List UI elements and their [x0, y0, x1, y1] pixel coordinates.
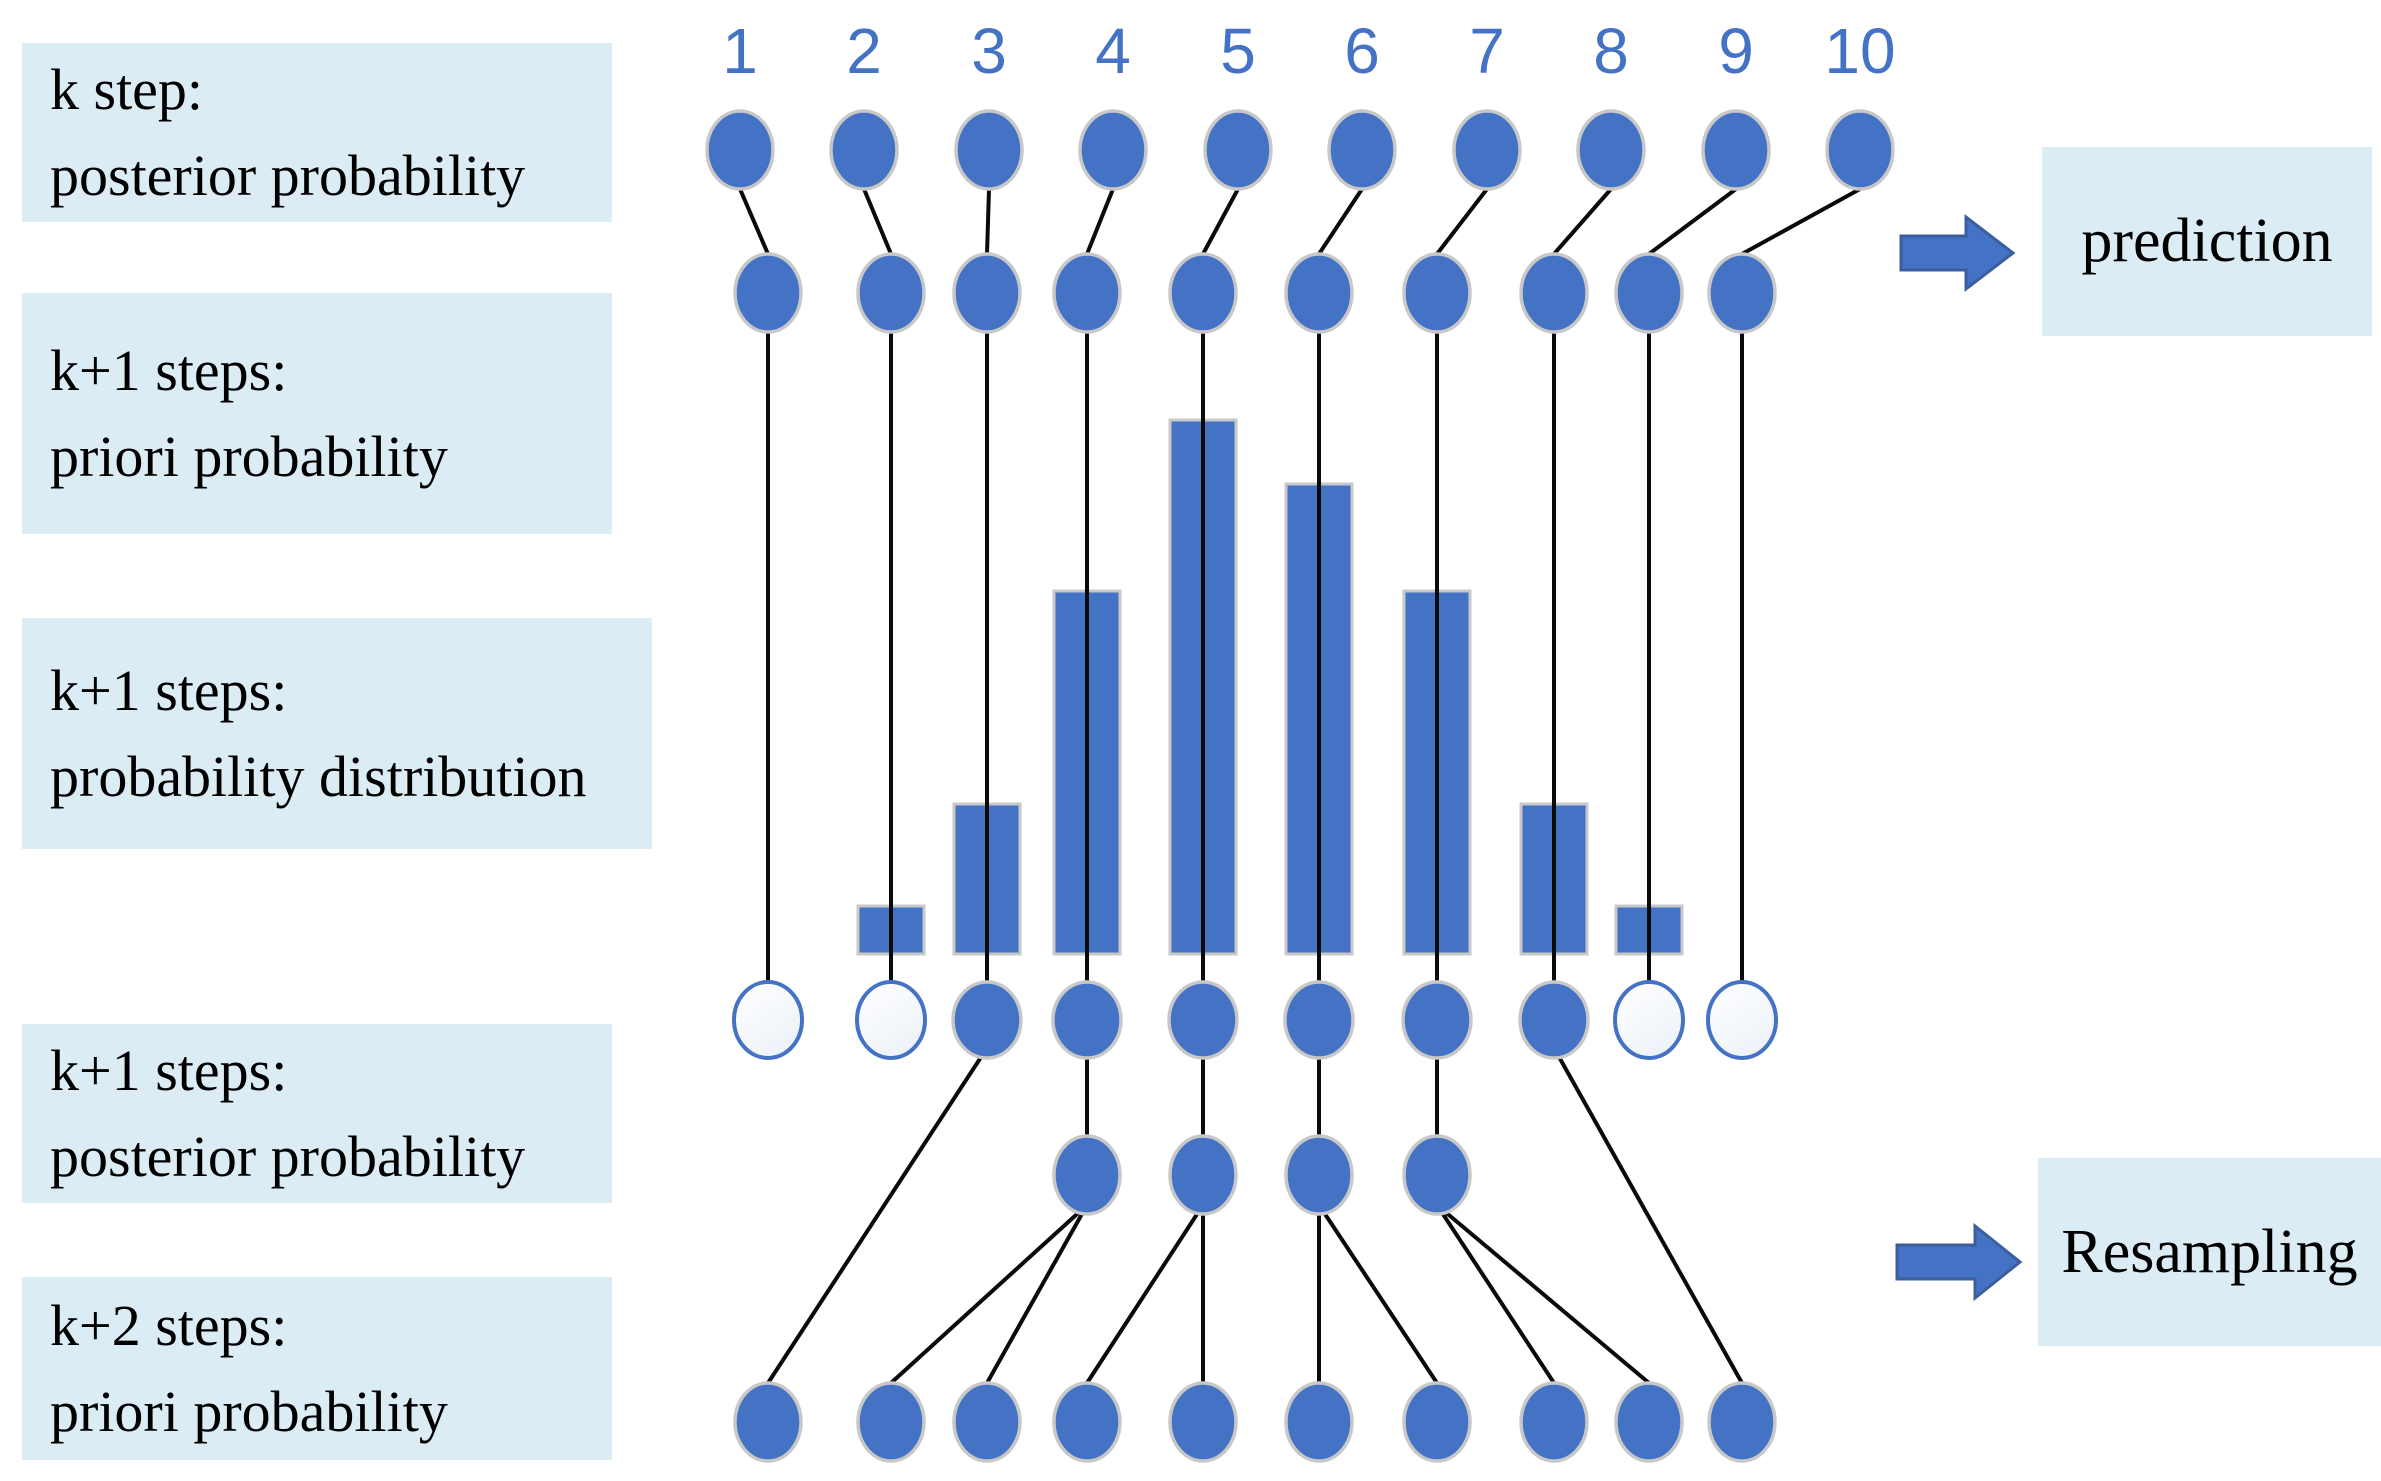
prediction-label-box: prediction — [2042, 147, 2372, 336]
link-line — [889, 1203, 1089, 1385]
weight-bars — [856, 418, 1684, 956]
label-k-posterior: k step: posterior probability — [22, 43, 612, 222]
particle-node-hollow — [855, 980, 927, 1060]
link-line — [1741, 187, 1861, 256]
particle-node-filled — [1052, 252, 1122, 334]
particle-node-filled — [1402, 1134, 1472, 1216]
particle-number: 8 — [1593, 15, 1629, 87]
particle-node-filled — [856, 252, 926, 334]
particle-number: 7 — [1469, 15, 1505, 87]
particle-node-filled — [705, 109, 775, 191]
link-line — [1317, 187, 1364, 256]
particle-numbers: 1 2 3 4 5 6 7 8 9 10 — [722, 15, 1895, 87]
resampling-label-box: Resampling — [2038, 1158, 2381, 1346]
label-line: k+1 steps: — [50, 337, 288, 403]
particle-number: 1 — [722, 15, 758, 87]
particle-node-filled — [1614, 1381, 1684, 1463]
particle-node-filled — [1519, 252, 1589, 334]
link-lines — [738, 187, 1861, 1385]
link-line — [1552, 1047, 1744, 1384]
particle-node-filled — [829, 109, 899, 191]
particle-node-filled — [1518, 980, 1590, 1060]
particle-node-hollow — [732, 980, 804, 1060]
particle-number: 2 — [846, 15, 882, 87]
link-line — [985, 1204, 1089, 1384]
particle-node-hollow — [1706, 980, 1778, 1060]
link-line — [1435, 187, 1489, 256]
particle-node-filled — [1052, 1381, 1122, 1463]
particle-node-filled — [1614, 252, 1684, 334]
particle-node-filled — [1283, 980, 1355, 1060]
label-k1-posterior: k+1 steps: posterior probability — [22, 1024, 612, 1203]
label-line: k step: — [50, 56, 204, 122]
label-k1-distribution: k+1 steps: probability distribution — [22, 618, 652, 849]
link-line — [738, 188, 770, 255]
link-line — [985, 188, 991, 255]
particle-node-filled — [951, 980, 1023, 1060]
resampling-label: Resampling — [2061, 1217, 2358, 1286]
link-line — [1201, 188, 1240, 255]
particle-node-filled — [954, 109, 1024, 191]
particle-node-filled — [1401, 980, 1473, 1060]
link-line — [1085, 188, 1115, 255]
prediction-arrow-icon — [1899, 213, 2016, 293]
label-line: probability distribution — [50, 743, 587, 809]
particle-node-filled — [856, 1381, 926, 1463]
link-line — [1435, 1203, 1556, 1385]
prediction-label: prediction — [2081, 207, 2333, 275]
link-line — [1647, 187, 1738, 256]
link-line — [862, 188, 893, 255]
label-k2-prior: k+2 steps: priori probability — [22, 1277, 612, 1460]
link-line — [1552, 187, 1613, 256]
particle-node-filled — [1707, 252, 1777, 334]
particle-number: 9 — [1718, 15, 1754, 87]
link-line — [1435, 1203, 1651, 1385]
label-k1-prior: k+1 steps: priori probability — [22, 293, 612, 534]
particle-node-filled — [1701, 109, 1771, 191]
label-line: priori probability — [50, 423, 448, 489]
link-line — [1317, 1203, 1439, 1385]
particle-node-filled — [1576, 109, 1646, 191]
particle-node-filled — [1707, 1381, 1777, 1463]
label-line: posterior probability — [50, 142, 526, 208]
particle-node-filled — [1825, 109, 1895, 191]
particle-node-filled — [733, 1381, 803, 1463]
label-line: k+1 steps: — [50, 657, 288, 723]
particle-node-hollow — [1613, 980, 1685, 1060]
label-line: k+1 steps: — [50, 1037, 288, 1103]
particle-node-filled — [1284, 252, 1354, 334]
particle-number: 4 — [1095, 15, 1131, 87]
particle-node-filled — [1168, 252, 1238, 334]
label-line: k+2 steps: — [50, 1292, 288, 1358]
particle-node-filled — [1452, 109, 1522, 191]
particle-node-filled — [1168, 1134, 1238, 1216]
particle-number: 6 — [1344, 15, 1380, 87]
particle-node-filled — [1078, 109, 1148, 191]
particle-number: 5 — [1220, 15, 1256, 87]
particle-nodes — [705, 109, 1895, 1463]
particle-node-filled — [952, 1381, 1022, 1463]
particle-node-filled — [1052, 1134, 1122, 1216]
particle-node-filled — [1284, 1381, 1354, 1463]
particle-node-filled — [1402, 1381, 1472, 1463]
label-line: priori probability — [50, 1378, 448, 1444]
particle-node-filled — [1051, 980, 1123, 1060]
particle-node-filled — [1327, 109, 1397, 191]
particle-node-filled — [733, 252, 803, 334]
particle-node-filled — [952, 252, 1022, 334]
link-line — [766, 1046, 989, 1385]
label-line: posterior probability — [50, 1123, 526, 1189]
particle-node-filled — [1203, 109, 1273, 191]
particle-node-filled — [1167, 980, 1239, 1060]
particle-node-filled — [1519, 1381, 1589, 1463]
particle-node-filled — [1284, 1134, 1354, 1216]
particle-node-filled — [1168, 1381, 1238, 1463]
particle-number: 10 — [1824, 15, 1895, 87]
particle-node-filled — [1402, 252, 1472, 334]
link-line — [1085, 1203, 1205, 1385]
particle-number: 3 — [971, 15, 1007, 87]
resampling-arrow-icon — [1895, 1222, 2023, 1302]
